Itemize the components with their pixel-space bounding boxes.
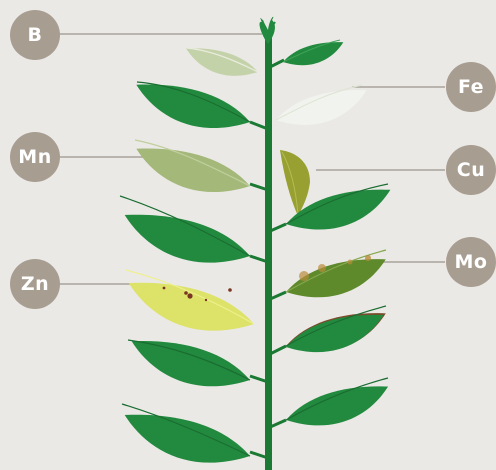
label-cu: Cu bbox=[446, 145, 496, 195]
label-fe: Fe bbox=[446, 62, 496, 112]
leaf-left-3 bbox=[120, 196, 250, 263]
leaf-right-4 bbox=[286, 306, 386, 352]
label-zn: Zn bbox=[10, 259, 60, 309]
leaf-top-right bbox=[283, 40, 343, 65]
label-mo: Mo bbox=[446, 237, 496, 287]
leaf-cu-olive bbox=[280, 150, 310, 216]
stem bbox=[265, 30, 272, 470]
leaf-left-6 bbox=[122, 404, 250, 463]
apical-bud bbox=[260, 17, 275, 44]
leaf-mn-yellow-green bbox=[135, 140, 250, 192]
leaf-fe-white bbox=[276, 85, 366, 125]
label-b: B bbox=[10, 10, 60, 60]
leaf-mo-spotted bbox=[286, 250, 386, 297]
leaf-right-5 bbox=[286, 378, 388, 425]
label-mn: Mn bbox=[10, 132, 60, 182]
leaf-zn-yellow bbox=[126, 270, 254, 331]
leaf-left-1 bbox=[136, 82, 250, 128]
leaf-left-5 bbox=[128, 340, 250, 386]
leaf-b-pale bbox=[186, 48, 258, 76]
